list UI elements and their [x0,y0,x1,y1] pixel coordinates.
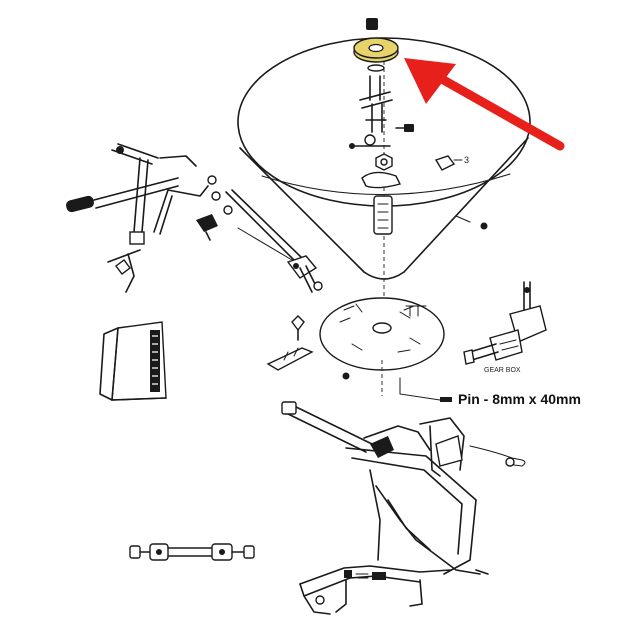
top-nut [366,18,378,30]
gear-box [463,281,547,365]
hopper [237,37,531,300]
pin-leader-line [399,377,441,401]
gear-box-label: GEAR BOX [484,367,521,374]
hitch-frame [281,401,526,615]
control-lever-assembly [66,143,323,293]
deflector-block [99,321,167,401]
agitator-shaft-assembly [349,64,463,189]
pin-label: Pin - 8mm x 40mm [458,391,581,407]
red-pointer-arrow [404,58,565,151]
spinner-disc [266,297,445,396]
highlighted-pulley-part [353,37,399,63]
pin-part [440,397,452,402]
pto-drive-shaft [129,543,255,561]
callout-number-label: 3 [464,155,469,165]
